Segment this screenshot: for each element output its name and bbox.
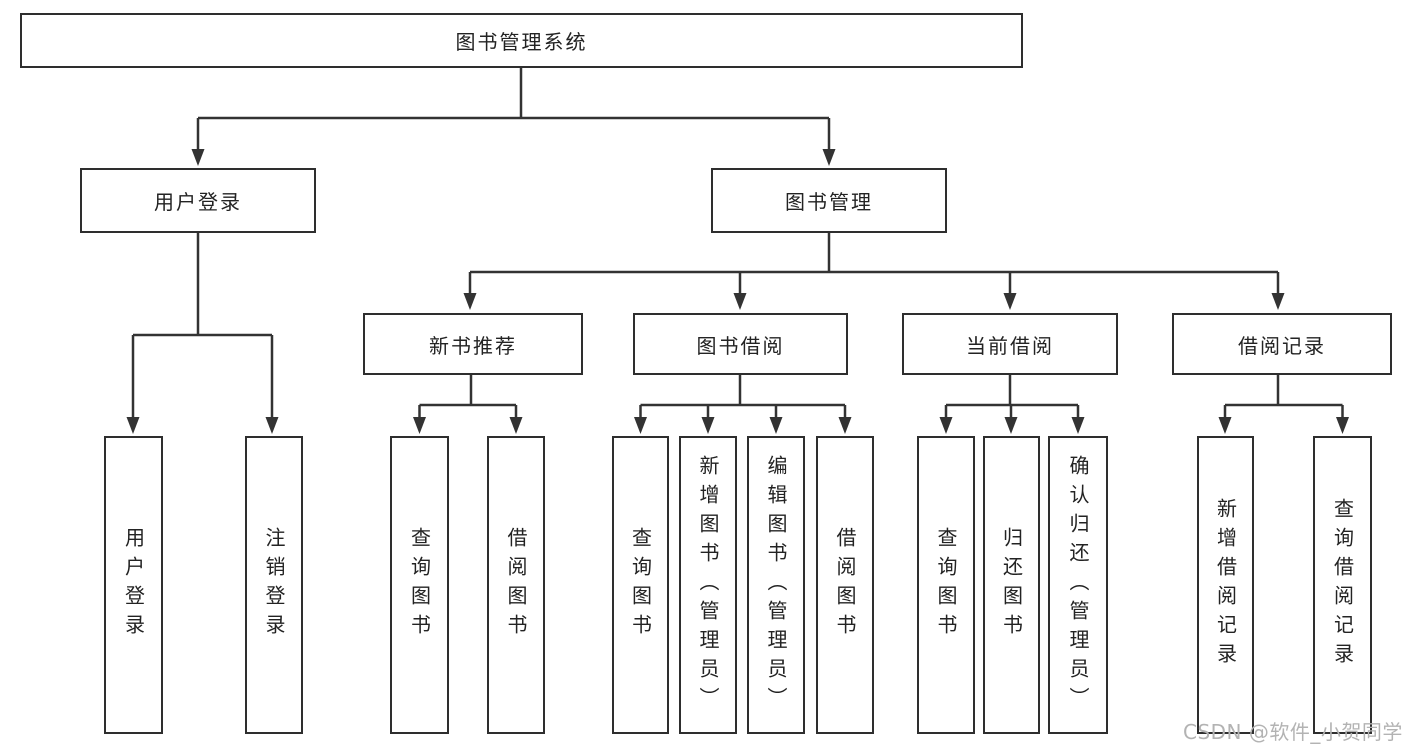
node-label: 图书借阅 xyxy=(696,333,785,358)
leaf-borrow-books-recommend: 借阅图书 xyxy=(487,436,545,734)
node-label: 借阅图书 xyxy=(504,527,528,643)
node-label: 图书管理系统 xyxy=(455,30,588,54)
leaf-edit-book-admin: 编辑图书（管理员） xyxy=(747,436,805,734)
node-label: 借阅记录 xyxy=(1238,333,1326,358)
node-label: 当前借阅 xyxy=(966,333,1054,358)
node-label: 注销登录 xyxy=(262,527,286,643)
leaf-query-books-recommend: 查询图书 xyxy=(390,436,449,734)
node-borrow-records: 借阅记录 xyxy=(1172,313,1392,375)
leaf-user-login: 用户登录 xyxy=(104,436,163,734)
node-label: 用户登录 xyxy=(154,190,242,214)
node-new-book-recommend: 新书推荐 xyxy=(363,313,583,375)
node-label: 查询图书 xyxy=(407,527,432,643)
watermark: CSDN @软件_小贺同学 xyxy=(1183,720,1403,744)
node-label: 确认归还（管理员） xyxy=(1066,454,1090,716)
leaf-add-borrow-record: 新增借阅记录 xyxy=(1197,436,1254,734)
leaf-logout: 注销登录 xyxy=(245,436,303,734)
node-label: 新增图书（管理员） xyxy=(696,454,720,716)
node-label: 用户登录 xyxy=(121,527,146,643)
node-label: 查询图书 xyxy=(934,527,958,643)
leaf-return-book: 归还图书 xyxy=(983,436,1040,734)
node-current-borrowing: 当前借阅 xyxy=(902,313,1118,375)
node-label: 查询图书 xyxy=(628,527,653,643)
leaf-borrow-books-borrowing: 借阅图书 xyxy=(816,436,874,734)
leaf-query-books-borrowing: 查询图书 xyxy=(612,436,669,734)
node-label: 新书推荐 xyxy=(429,333,517,358)
leaf-query-books-current: 查询图书 xyxy=(917,436,975,734)
node-label: 编辑图书（管理员） xyxy=(764,454,788,716)
leaf-query-borrow-record: 查询借阅记录 xyxy=(1313,436,1372,734)
leaf-add-book-admin: 新增图书（管理员） xyxy=(679,436,737,734)
node-label: 图书管理 xyxy=(785,190,873,214)
node-label: 新增借阅记录 xyxy=(1213,498,1238,672)
node-label: 归还图书 xyxy=(999,527,1024,643)
node-book-borrowing: 图书借阅 xyxy=(633,313,848,375)
node-label: 借阅图书 xyxy=(833,527,857,643)
node-user-login-branch: 用户登录 xyxy=(80,168,316,233)
leaf-confirm-return-admin: 确认归还（管理员） xyxy=(1048,436,1108,734)
node-label: 查询借阅记录 xyxy=(1330,498,1355,672)
node-root-library-system: 图书管理系统 xyxy=(20,13,1023,68)
node-book-management-branch: 图书管理 xyxy=(711,168,947,233)
